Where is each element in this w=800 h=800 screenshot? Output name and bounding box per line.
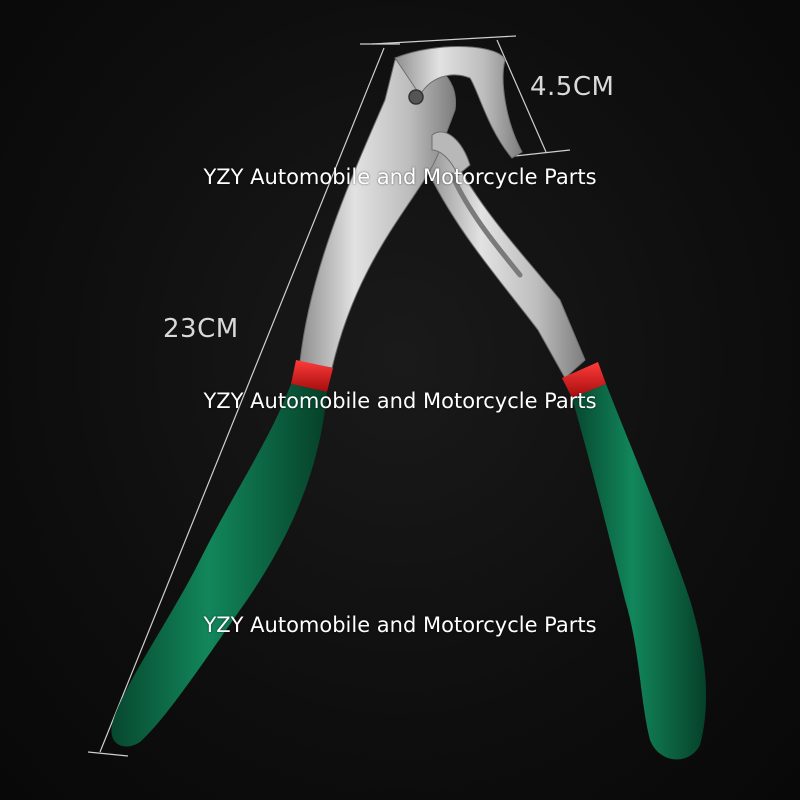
left-handle-grip xyxy=(111,384,327,747)
right-collar xyxy=(562,362,606,398)
jaw-dimension-line xyxy=(371,35,571,157)
left-arm-metal xyxy=(299,58,457,369)
pivot-bolt-icon xyxy=(408,89,424,105)
watermark-middle: YZY Automobile and Motorcycle Parts xyxy=(203,389,597,413)
jaw-opening-label: 4.5CM xyxy=(530,72,615,102)
watermark-bottom: YZY Automobile and Motorcycle Parts xyxy=(203,613,597,637)
overall-length-label: 23CM xyxy=(163,314,239,344)
right-handle-grip xyxy=(572,384,707,760)
watermark-top: YZY Automobile and Motorcycle Parts xyxy=(203,165,597,189)
length-dimension-line xyxy=(87,43,400,757)
upper-jaw-hook xyxy=(394,46,523,159)
lower-jaw xyxy=(431,131,471,176)
arm-slot xyxy=(449,172,523,278)
left-collar xyxy=(291,360,333,392)
